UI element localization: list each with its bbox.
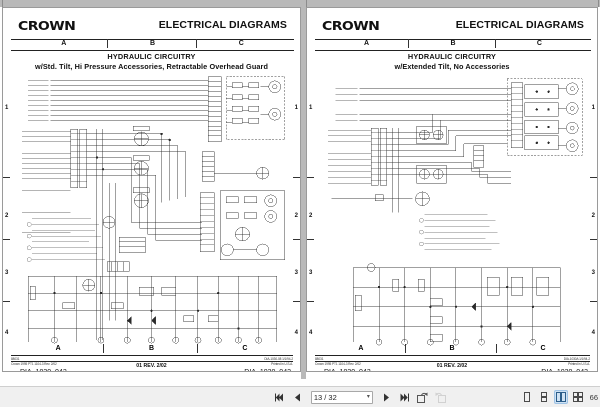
footer-revision: 01 REV. 2/02 (136, 362, 167, 369)
row-label: 1 (5, 105, 9, 111)
diagram-title-line2: w/Extended Tilt, No Accessories (394, 62, 510, 71)
column-label: A (358, 345, 364, 352)
column-strip-top-right: A B C (322, 39, 584, 50)
page-header-left: CROWN ELECTRICAL DIAGRAMS (10, 17, 293, 39)
chevron-down-icon[interactable]: ▾ (366, 394, 370, 400)
row-label: 2 (294, 213, 298, 219)
zoom-level-value[interactable]: 66 (589, 392, 598, 402)
column-label: A (364, 40, 370, 47)
row-label: 4 (309, 330, 313, 336)
row-label: 4 (5, 330, 9, 336)
footer-drawing-ref: DIA-1030-08 1/1/94-2 (264, 356, 293, 361)
schematic-drawing-left (10, 75, 293, 350)
footer-dia-number-right: DIA–1030–042 (244, 369, 291, 371)
two-page-view-button[interactable] (553, 390, 568, 404)
row-label: 4 (591, 330, 595, 336)
column-label: B (450, 40, 456, 47)
column-strip-bottom-right: A B C (314, 344, 590, 355)
document-viewport[interactable]: CROWN ELECTRICAL DIAGRAMS A B C HYDRAULI… (0, 0, 600, 386)
single-page-view-button[interactable] (520, 390, 534, 404)
column-label: B (449, 345, 455, 352)
crown-logo: CROWN (18, 18, 76, 33)
column-label: C (242, 345, 248, 352)
page-number-input[interactable]: 13 / 32 ▾ (310, 390, 373, 404)
document-title: ELECTRICAL DIAGRAMS (455, 19, 584, 31)
diagram-title-line1: HYDRAULIC CIRCUITRY (107, 52, 196, 61)
row-label: 3 (294, 270, 298, 276)
column-label: B (148, 345, 155, 352)
page-navigation-group: 13 / 32 ▾ (200, 390, 520, 405)
continuous-view-button[interactable] (537, 390, 551, 404)
viewer-toolbar: 13 / 32 ▾ (0, 386, 600, 407)
rotate-counter-clockwise-button[interactable] (434, 390, 447, 405)
last-page-button[interactable] (398, 390, 411, 405)
view-mode-group: 66 (520, 390, 600, 404)
footer-drawing-ref: DIA-1030A 1/1/94-2 (563, 356, 590, 361)
row-label: 2 (591, 213, 595, 219)
footer-printed-in: Printed in U.S.A. (568, 362, 590, 366)
diagram-title-line2: w/Std. Tilt, Hi Pressure Accessories, Re… (34, 62, 269, 71)
column-label: B (149, 40, 156, 47)
page-stack-edge (0, 0, 600, 7)
column-label: A (61, 40, 67, 47)
rotate-clockwise-button[interactable] (416, 390, 429, 405)
page-sheet-left[interactable]: CROWN ELECTRICAL DIAGRAMS A B C HYDRAULI… (2, 7, 301, 372)
column-strip-top-left: A B C (18, 39, 287, 50)
schematic-drawing-right (314, 75, 590, 350)
diagram-title-right: HYDRAULIC CIRCUITRY w/Extended Tilt, No … (314, 52, 590, 71)
header-rule (315, 39, 591, 40)
footer-dia-number-left: DIA–1030–042 (20, 369, 67, 371)
column-label: C (540, 345, 546, 352)
row-label: 4 (294, 330, 298, 336)
footer-dia-number-left: DIA–1030–043 (324, 369, 371, 371)
column-label: C (238, 40, 244, 47)
row-label: 2 (309, 213, 313, 219)
row-label: 2 (5, 213, 9, 219)
page-footer-right: A B C 88031 DIA-1030A 1/1/94-2 Crown 199… (314, 344, 590, 371)
diagram-title-line1: HYDRAULIC CIRCUITRY (407, 52, 497, 61)
footer-dia-number-right: DIA–1030–043 (541, 369, 588, 371)
document-title: ELECTRICAL DIAGRAMS (158, 19, 287, 31)
page-gutter (301, 0, 306, 379)
footer-revision: 01 REV. 2/02 (436, 362, 468, 369)
column-label: A (55, 345, 61, 352)
footer-code: 88031 (315, 356, 324, 361)
footer-copyright: Crown 1995 PT1 1104-3 Rev. 2/02 (11, 362, 57, 366)
crown-logo: CROWN (322, 18, 380, 33)
diagram-title-left: HYDRAULIC CIRCUITRY w/Std. Tilt, Hi Pres… (10, 52, 293, 71)
page-number-value: 13 / 32 (313, 392, 337, 402)
two-page-continuous-view-button[interactable] (571, 390, 585, 404)
page-sheet-right[interactable]: CROWN ELECTRICAL DIAGRAMS A B C HYDRAULI… (306, 7, 598, 372)
page-footer-left: A B C 88031 DIA-1030-08 1/1/94-2 Crown 1… (10, 344, 293, 371)
row-label: 1 (591, 105, 595, 111)
previous-page-button[interactable] (291, 390, 304, 405)
first-page-button[interactable] (273, 390, 286, 405)
next-page-button[interactable] (380, 390, 393, 405)
column-rule (315, 50, 591, 51)
column-strip-bottom-left: A B C (10, 344, 293, 355)
page-header-right: CROWN ELECTRICAL DIAGRAMS (314, 17, 590, 39)
column-rule (11, 50, 294, 51)
column-label: C (536, 40, 542, 47)
row-label: 1 (309, 105, 313, 111)
row-label: 3 (5, 270, 9, 276)
footer-copyright: Crown 1995 PT1 1104-3 Rev. 2/02 (315, 362, 361, 366)
row-label: 3 (591, 270, 595, 276)
header-rule (11, 39, 294, 40)
footer-printed-in: Printed in U.S.A. (271, 362, 293, 366)
row-label: 1 (294, 105, 298, 111)
footer-code: 88031 (11, 356, 20, 361)
row-label: 3 (309, 270, 313, 276)
